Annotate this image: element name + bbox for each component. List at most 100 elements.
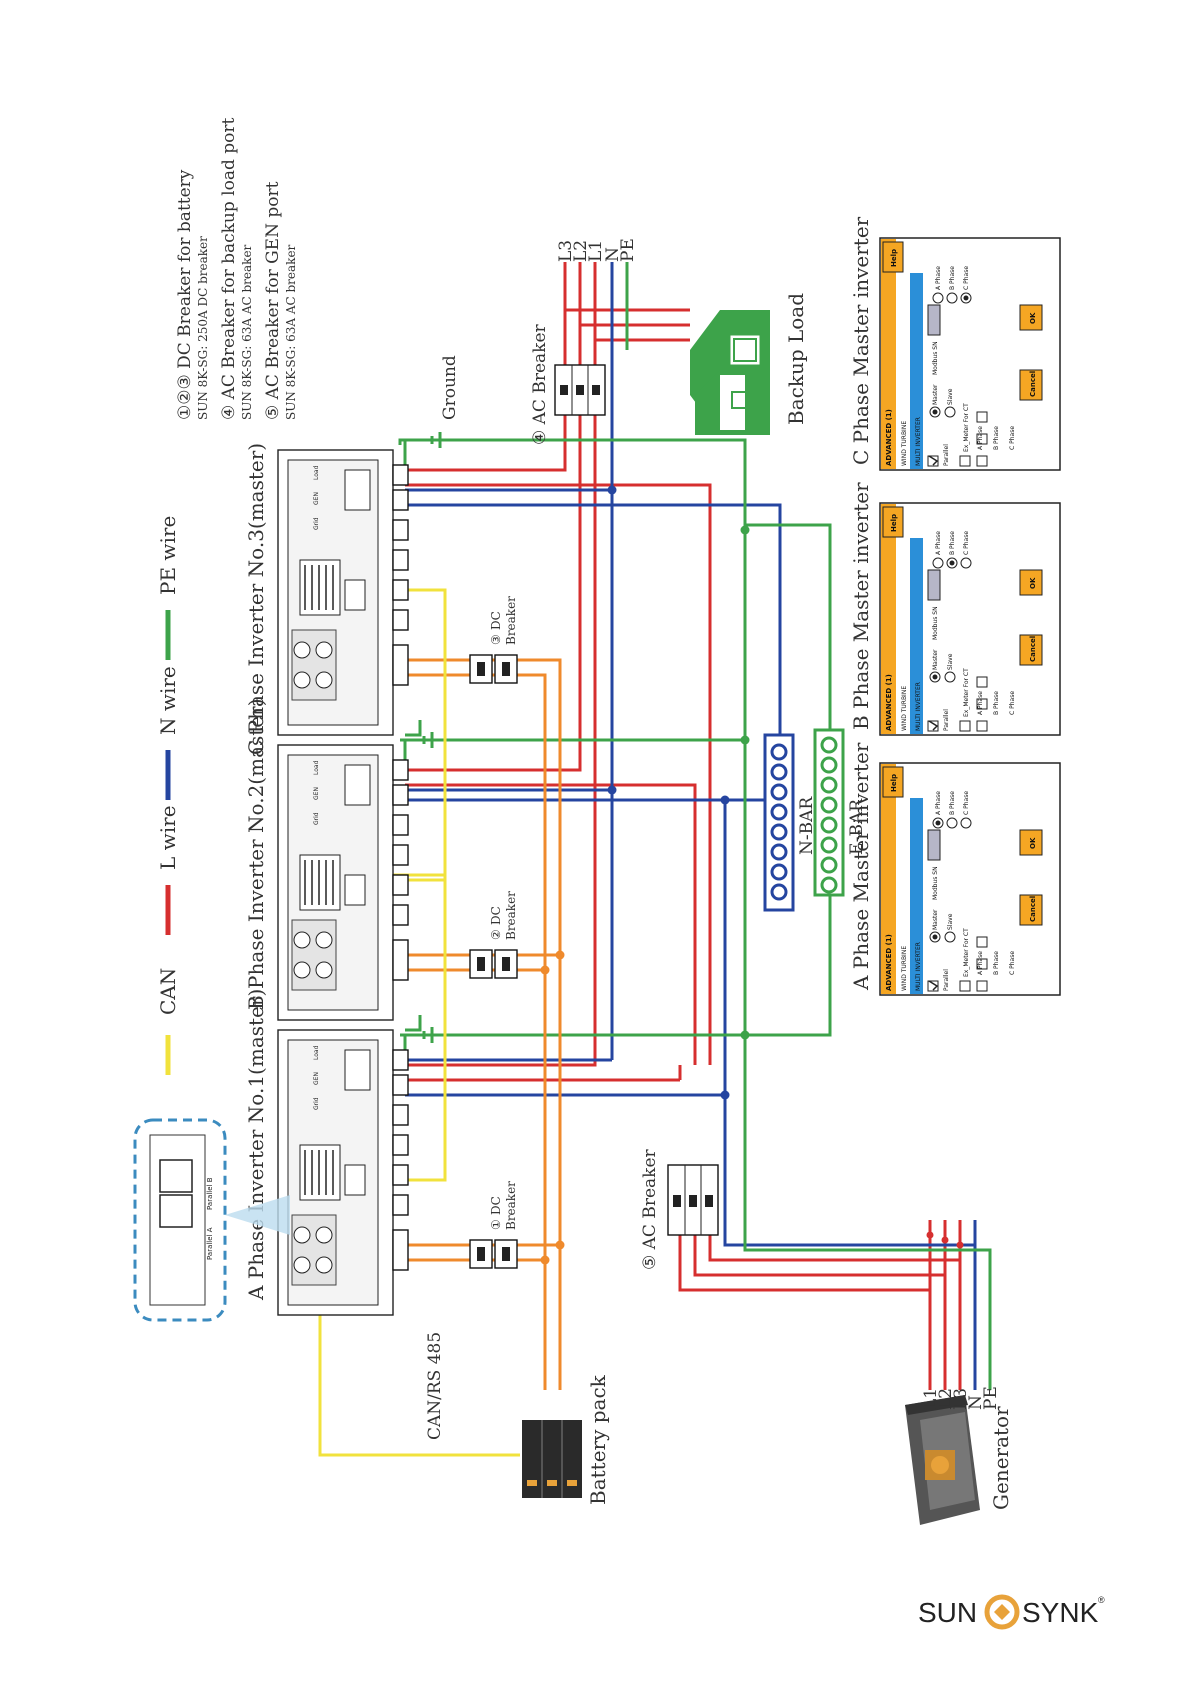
- screen-b-cancel-button[interactable]: [1019, 634, 1043, 666]
- screen-c-slave-radio[interactable]: [944, 406, 956, 418]
- legend: CAN L wire N wire PE wire: [156, 516, 180, 1075]
- e-bar-hole: [820, 856, 838, 874]
- screen-a-phase-checkbox[interactable]: [976, 980, 988, 992]
- screen-b-slave-radio[interactable]: [944, 671, 956, 683]
- screen-c-phase-checkbox[interactable]: [976, 455, 988, 467]
- e-bar: E-BAR: [813, 728, 867, 897]
- screen-c-exmeter-checkbox[interactable]: [959, 455, 971, 467]
- inverter-b-gen: GEN: [313, 787, 320, 800]
- n-bar-hole: [770, 863, 788, 881]
- inverter-b-load: Load: [313, 760, 320, 775]
- screen-b-tab1[interactable]: WIND TURBINE: [901, 686, 908, 731]
- screen-c-help-button[interactable]: [882, 241, 904, 273]
- screen-c-phase-radio[interactable]: [946, 292, 958, 304]
- brand-logo: SUN SYNK ®: [918, 1594, 1105, 1630]
- screen-a-cancel-button[interactable]: [1019, 894, 1043, 926]
- inverter-a-load: Load: [313, 1045, 320, 1060]
- inverter-a: A Phase Inverter No.1(master) Grid GEN L…: [244, 989, 409, 1316]
- screen-a-title: A Phase Master inverter: [849, 742, 873, 991]
- screen-b-phase-checkbox[interactable]: [976, 698, 988, 710]
- screen-b-phase-radio[interactable]: [960, 557, 972, 569]
- screen-b-parallel-label: Parallel: [943, 709, 950, 731]
- e-bar-hole: [820, 736, 838, 754]
- e-bar-hole: [820, 756, 838, 774]
- screen-b-ok-button[interactable]: [1019, 569, 1043, 596]
- screen-b-tab2[interactable]: MULTI INVERTER: [915, 682, 922, 731]
- screen-b-phase-checkbox[interactable]: [976, 720, 988, 732]
- dc-breaker-2-label: DC: [489, 906, 503, 925]
- inverter-b-ports: [392, 759, 409, 981]
- screen-b-help-button[interactable]: [882, 506, 904, 538]
- n-bar-hole: [770, 783, 788, 801]
- screen-a-phase-checkbox[interactable]: [976, 936, 988, 948]
- load-line-l3: L3: [556, 240, 576, 262]
- screen-c-exmeter-label: Ex_Meter For CT: [963, 403, 970, 452]
- screen-c-ok-button[interactable]: [1019, 304, 1043, 331]
- screen-c-title: C Phase Master inverter: [849, 216, 873, 465]
- n-bar-hole: [770, 743, 788, 761]
- screen-b-frame: [879, 502, 1061, 736]
- legend-label-l: L wire: [156, 805, 180, 870]
- screen-b-modbus-input[interactable]: [927, 569, 941, 601]
- dc-breaker-3-num: ③: [489, 634, 503, 645]
- screen-b-phase-radio-label: A Phase: [935, 531, 942, 555]
- screen-a-frame: [879, 762, 1061, 996]
- screen-a-phase-radio[interactable]: [946, 817, 958, 829]
- screen-c-phase-label: A Phase: [977, 426, 984, 450]
- screen-c-help-label: Help: [890, 249, 898, 267]
- screen-a-ok-label: OK: [1029, 837, 1037, 849]
- note-dc-breaker: ①②③ DC Breaker for battery: [175, 169, 195, 420]
- dc-breaker-1-label: DC: [489, 1196, 503, 1215]
- screen-a-tab1[interactable]: WIND TURBINE: [901, 946, 908, 991]
- e-bar-hole: [820, 836, 838, 854]
- screen-a-modbus-input[interactable]: [927, 829, 941, 861]
- generator-label: Generator: [989, 1406, 1013, 1510]
- screen-c-ok-label: OK: [1029, 312, 1037, 324]
- load-lines: L3 L2 L1 N PE: [556, 238, 638, 262]
- screen-a-exmeter-checkbox[interactable]: [959, 980, 971, 992]
- brand-mark: ®: [1098, 1595, 1105, 1605]
- screen-a-cancel-label: Cancel: [1029, 896, 1037, 922]
- screen-a-tab2[interactable]: MULTI INVERTER: [915, 942, 922, 991]
- screen-c-phase-label: C Phase: [1009, 426, 1016, 450]
- parallel-b-label: Parallel B: [206, 1177, 214, 1210]
- screen-a-parallel-label: Parallel: [943, 969, 950, 991]
- inverter-a-ports: [392, 1049, 409, 1271]
- screen-c-phase-radio[interactable]: [932, 292, 944, 304]
- screen-c-header: ADVANCED (1): [885, 409, 893, 466]
- inverter-b: B Phase Inverter No.2(master) Grid GEN L…: [244, 698, 409, 1021]
- inverter-c-load: Load: [313, 465, 320, 480]
- n-bar-label: N-BAR: [797, 796, 817, 855]
- screen-c-tab2[interactable]: MULTI INVERTER: [915, 417, 922, 466]
- screen-a-help-button[interactable]: [882, 766, 904, 798]
- dc-breaker-3-label: DC: [489, 611, 503, 630]
- screen-c-modbus-input[interactable]: [927, 304, 941, 336]
- n-bar: N-BAR: [763, 733, 817, 912]
- ground-symbols: [403, 432, 442, 1060]
- screen-b-phase-radio[interactable]: [932, 557, 944, 569]
- screen-a-phase-radio-label: A Phase: [935, 791, 942, 815]
- screen-c-cancel-button[interactable]: [1019, 369, 1043, 401]
- n-bar-hole: [770, 763, 788, 781]
- screen-a-phase-label: A Phase: [977, 951, 984, 975]
- screen-a-help-label: Help: [890, 774, 898, 792]
- dc-breaker-2: ② DC Breaker: [469, 891, 518, 979]
- e-bar-label: E-BAR: [847, 798, 867, 855]
- parallel-a-label: Parallel A: [206, 1227, 214, 1260]
- screen-b-exmeter-checkbox[interactable]: [959, 720, 971, 732]
- screen-c-phase-checkbox[interactable]: [976, 411, 988, 423]
- screen-a-ok-button[interactable]: [1019, 829, 1043, 856]
- screen-b-phase-checkbox[interactable]: [976, 676, 988, 688]
- screen-a-phase-checkbox[interactable]: [976, 958, 988, 970]
- inverter-c-ports: [392, 464, 409, 686]
- screen-c-parallel-label: Parallel: [943, 444, 950, 466]
- screen-c-phase-checkbox[interactable]: [976, 433, 988, 445]
- dc-breaker-3: ③ DC Breaker: [469, 596, 518, 684]
- screen-a-phase-radio-label: C Phase: [963, 791, 970, 815]
- screen-a-slave-radio[interactable]: [944, 931, 956, 943]
- screen-a-phase-radio[interactable]: [960, 817, 972, 829]
- screen-c-tab1[interactable]: WIND TURBINE: [901, 421, 908, 466]
- screen-c-phase-radio-label: C Phase: [963, 266, 970, 290]
